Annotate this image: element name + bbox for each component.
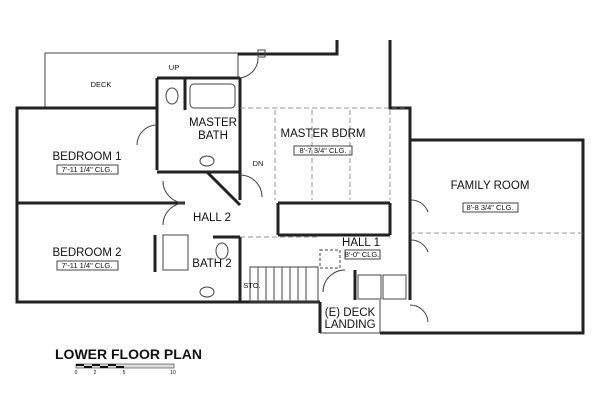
sink-icon bbox=[199, 286, 215, 298]
family-room-label: FAMILY ROOM bbox=[451, 180, 530, 192]
plan-title: LOWER FLOOR PLAN bbox=[55, 346, 202, 362]
shower bbox=[162, 234, 189, 271]
toilet-icon bbox=[165, 87, 179, 105]
deck-landing-label: (E) DECK bbox=[325, 307, 376, 319]
deck-label: DECK bbox=[91, 80, 112, 89]
deck-outline bbox=[44, 52, 239, 108]
hall1-label: HALL 1 bbox=[342, 237, 380, 249]
ceiling-tag bbox=[344, 249, 381, 260]
master-bath-label-2: BATH bbox=[198, 130, 228, 142]
scale-bar: 0 2 5 10 bbox=[75, 363, 176, 376]
washer bbox=[357, 274, 382, 300]
door-swings bbox=[136, 57, 429, 323]
dryer bbox=[382, 274, 407, 300]
scale-tick: 2 bbox=[94, 370, 97, 376]
sink-icon bbox=[199, 155, 215, 167]
bedroom2-label: BEDROOM 2 bbox=[52, 247, 121, 259]
master-bdrm-ceiling: 8'-7 3/4" CLG. bbox=[299, 146, 346, 155]
ceiling-tag bbox=[56, 164, 119, 175]
hall2-label: HALL 2 bbox=[193, 212, 231, 224]
interior-walls bbox=[17, 78, 412, 302]
bath2-label: BATH 2 bbox=[192, 258, 231, 270]
ceiling-tag bbox=[56, 260, 119, 271]
up-label: UP bbox=[169, 63, 179, 72]
storage-label: STO. bbox=[243, 281, 260, 290]
dn-label: DN bbox=[253, 159, 264, 168]
bedroom1-ceiling: 7'-11 1/4" CLG. bbox=[62, 165, 113, 174]
master-bdrm-label: MASTER BDRM bbox=[281, 128, 366, 140]
bathtub bbox=[189, 83, 236, 109]
stair-treads bbox=[257, 267, 307, 302]
scale-tick: 10 bbox=[170, 370, 176, 376]
master-bath-label: MASTER bbox=[189, 117, 237, 129]
hall1-ceiling: 8'-0" CLG. bbox=[345, 250, 380, 259]
bedroom2-ceiling: 7'-11 1/4" CLG. bbox=[62, 261, 113, 270]
ceiling-tag bbox=[462, 202, 519, 213]
deck-landing-label-2: LANDING bbox=[324, 319, 375, 331]
toilet-icon bbox=[215, 242, 229, 260]
family-room-ceiling: 8'-8 3/4" CLG. bbox=[466, 203, 513, 212]
scale-tick: 0 bbox=[75, 370, 78, 376]
bedroom1-label: BEDROOM 1 bbox=[52, 151, 121, 163]
ceiling-tag bbox=[293, 145, 353, 156]
scale-tick: 5 bbox=[123, 370, 126, 376]
